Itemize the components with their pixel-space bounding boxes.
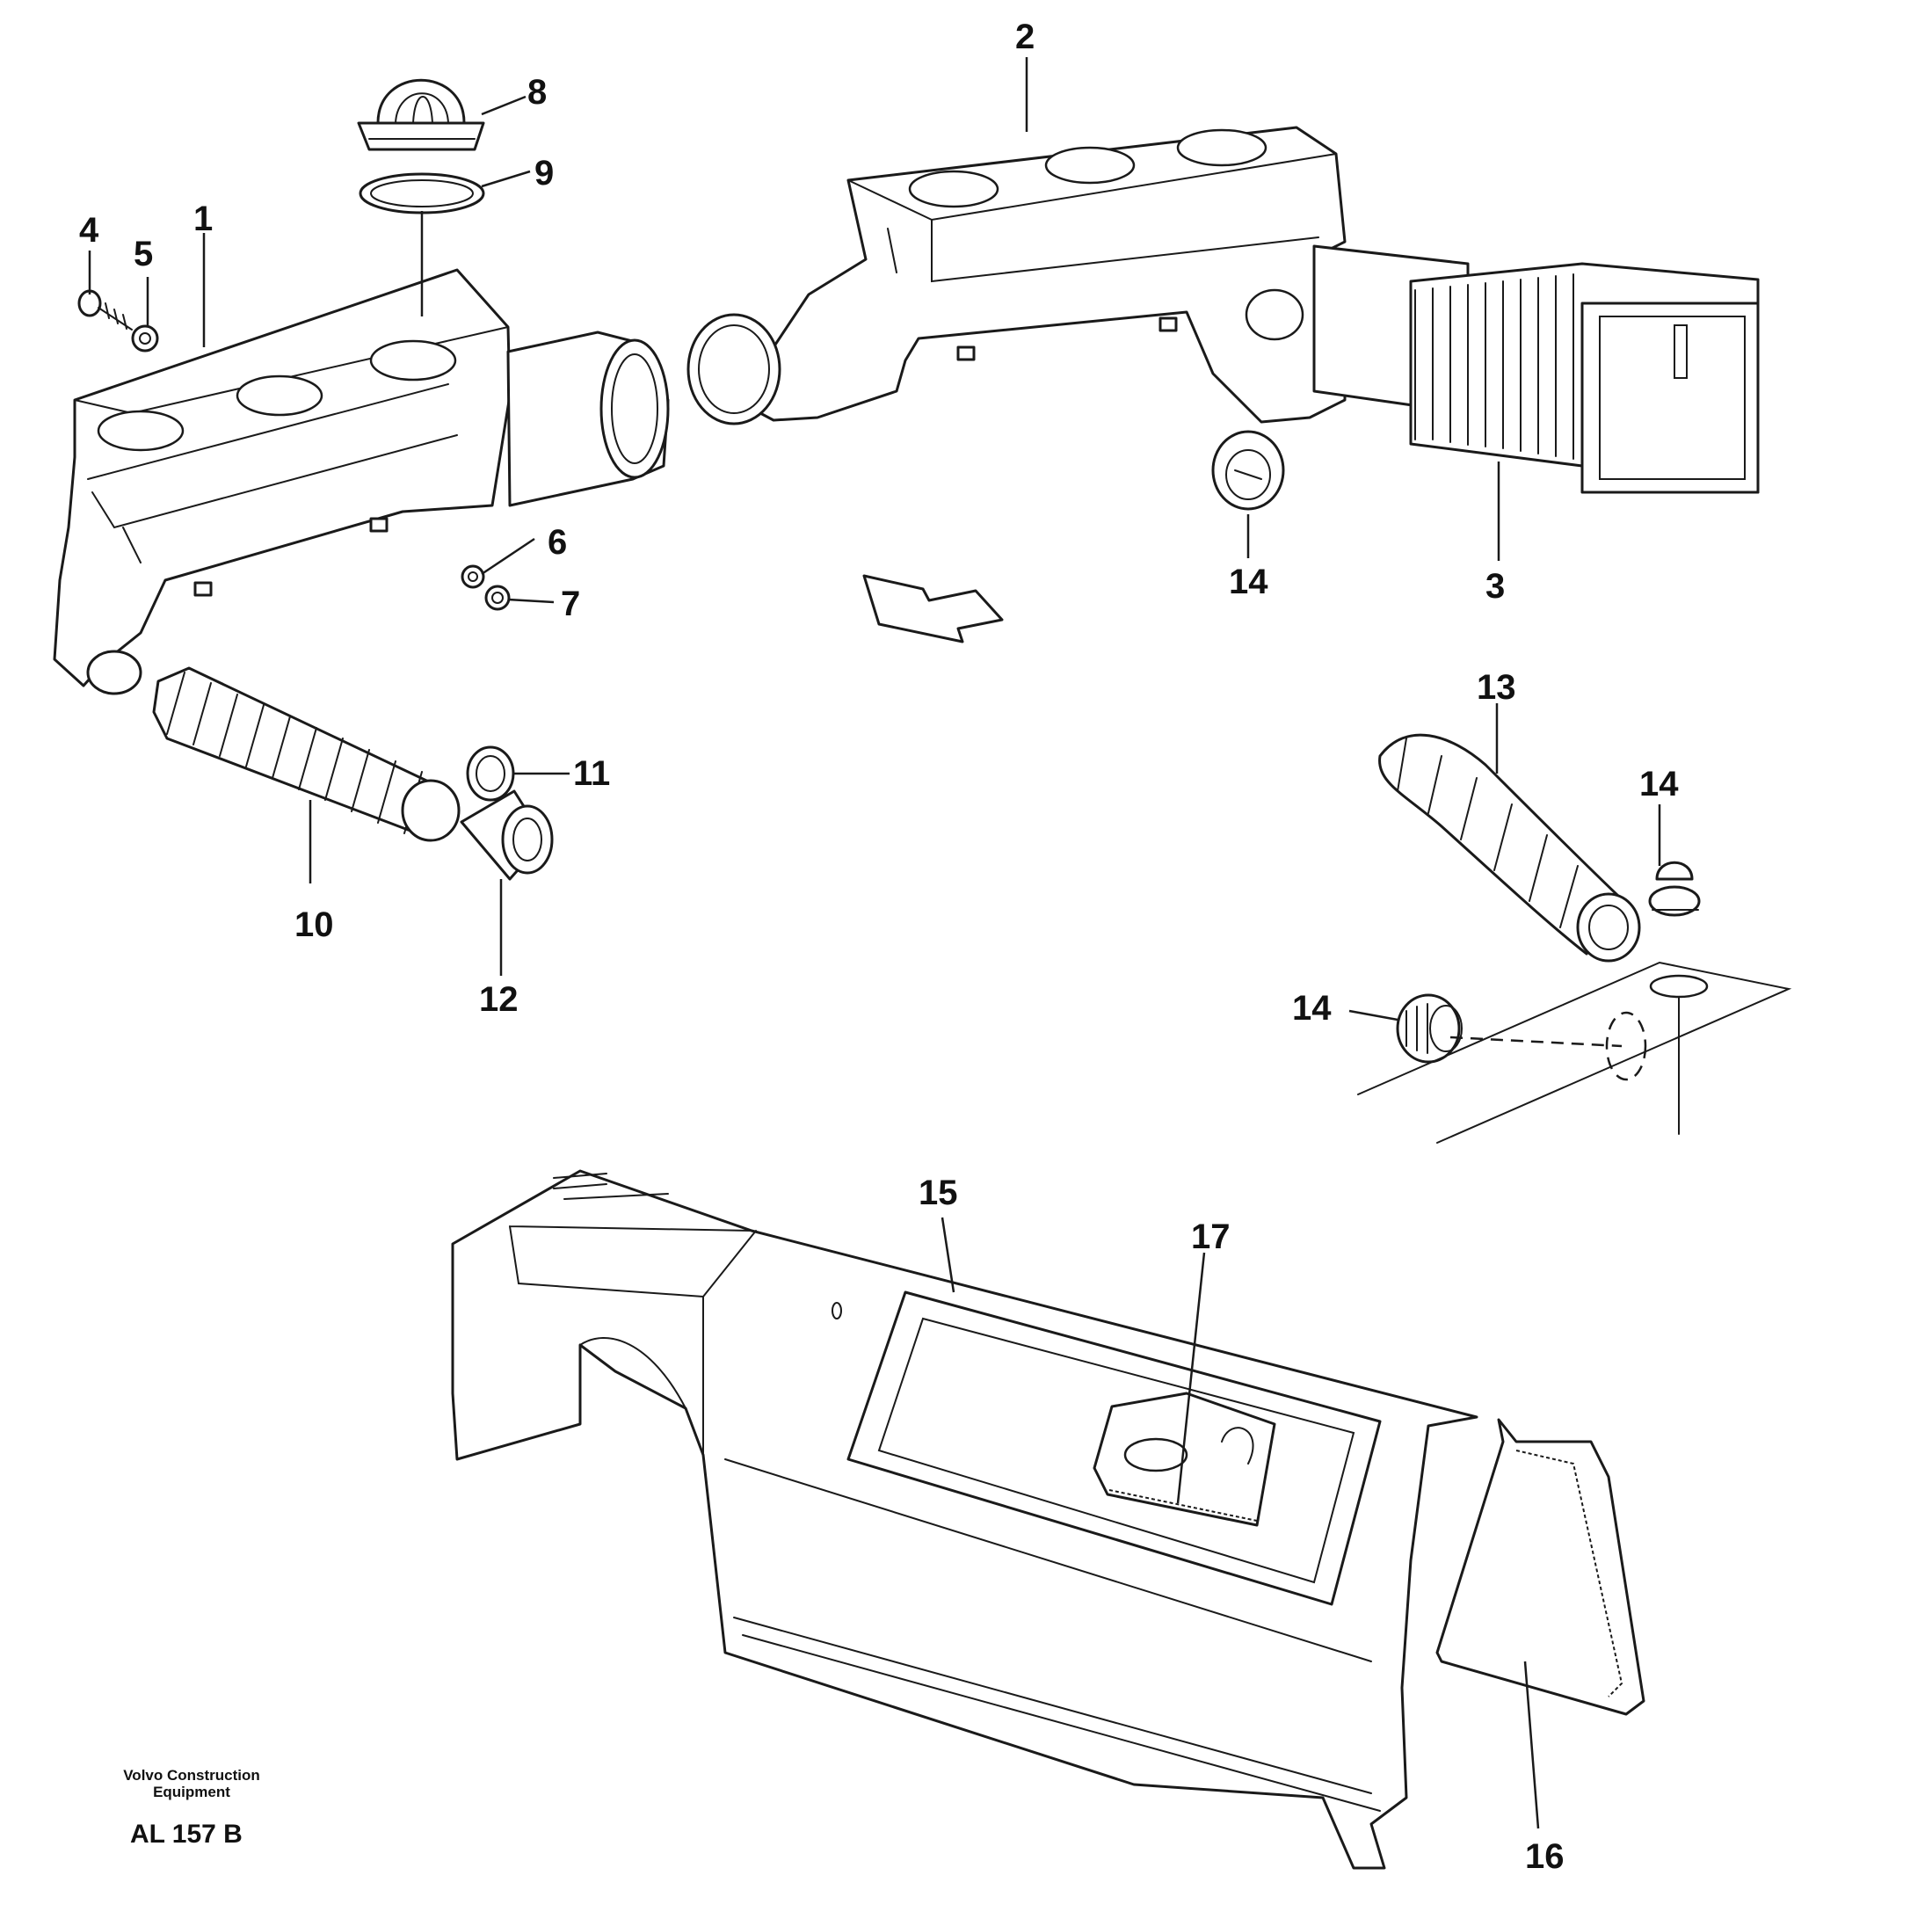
callout-16: 16 (1525, 1837, 1565, 1876)
vent-nozzle-duct (1211, 430, 1285, 511)
seal-ring (466, 745, 515, 802)
manufacturer-line-2: Equipment (153, 1784, 230, 1800)
leader-lines (88, 57, 1661, 1829)
air-duct-upper (686, 126, 1470, 425)
callout-1: 1 (193, 200, 213, 238)
callout-12: 12 (479, 980, 519, 1019)
vent-nozzle-top (357, 78, 485, 151)
callout-5: 5 (134, 235, 153, 273)
callout-9: 9 (534, 154, 554, 193)
gasket-ring (359, 172, 485, 214)
callout-10: 10 (294, 905, 334, 944)
bellows-connector (1409, 262, 1760, 494)
washer (461, 564, 485, 589)
manufacturer-label: Volvo Construction Equipment (113, 1767, 271, 1800)
side-panel (1435, 1418, 1645, 1716)
mounting-panel-fragment (1357, 961, 1792, 1144)
callout-8: 8 (527, 73, 547, 112)
callout-14b: 14 (1639, 765, 1679, 803)
vent-nozzle-hose (460, 789, 554, 881)
callout-14c: 14 (1292, 989, 1332, 1028)
callout-13: 13 (1477, 668, 1516, 707)
air-duct-left (53, 268, 670, 695)
callout-14a: 14 (1229, 563, 1268, 601)
drawing-code: AL 157 B (130, 1820, 243, 1849)
assembly-guide-line (1449, 1036, 1623, 1048)
vent-nozzle-side (1396, 993, 1463, 1064)
dashboard-panel (451, 1169, 1478, 1870)
callout-2: 2 (1015, 18, 1035, 56)
callout-6: 6 (548, 523, 567, 562)
callout-17: 17 (1191, 1218, 1231, 1256)
corrugated-hose (152, 666, 461, 842)
callout-3: 3 (1485, 567, 1505, 606)
vent-nozzle-panel (1648, 861, 1701, 917)
spacer (131, 324, 159, 353)
nut (484, 585, 511, 611)
callout-15: 15 (919, 1174, 958, 1212)
manufacturer-line-1: Volvo Construction (123, 1767, 260, 1784)
curved-hose (1378, 733, 1641, 963)
screw (77, 289, 133, 331)
direction-arrow (862, 574, 1004, 643)
callout-7: 7 (561, 585, 580, 623)
callout-11: 11 (573, 754, 610, 793)
callout-4: 4 (79, 211, 99, 250)
